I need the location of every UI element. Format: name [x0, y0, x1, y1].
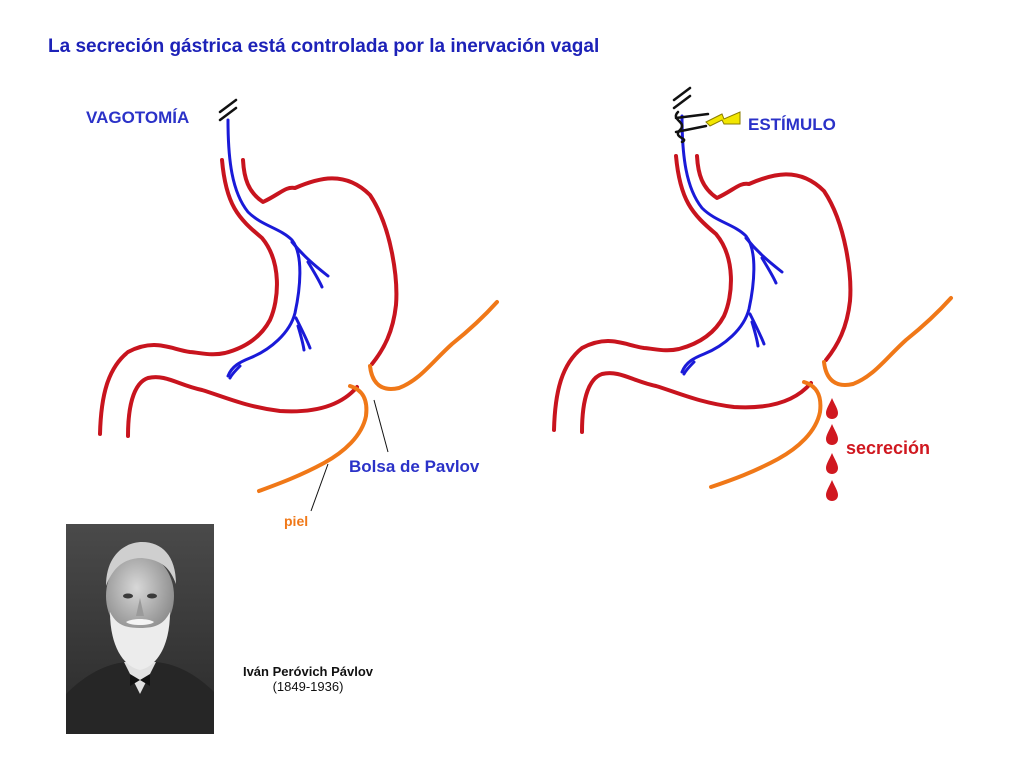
secretion-drop-icon: [826, 398, 838, 419]
skin-label: piel: [284, 513, 309, 529]
left-leader-lines: [310, 399, 389, 512]
right-diagram: [552, 86, 953, 501]
lightning-bolt-icon: [705, 111, 741, 127]
secretion-label: secreción: [846, 438, 931, 458]
secretion-drop-icon: [826, 424, 838, 445]
pavlov-pouch-label: Bolsa de Pavlov: [349, 457, 480, 476]
left-vagus-nerve: [226, 118, 330, 380]
portrait-name: Iván Peróvich Pávlov: [242, 664, 374, 679]
slide-title: La secreción gástrica está controlada po…: [48, 36, 600, 57]
stimulus-label: ESTÍMULO: [748, 115, 836, 134]
portrait-caption: Iván Peróvich Pávlov (1849-1936): [222, 664, 394, 694]
right-vagus-nerve: [680, 114, 784, 376]
vagotomy-cut-icon: [218, 98, 238, 122]
left-pavlov-pouch: [257, 300, 499, 493]
secretion-drop-icon: [826, 453, 838, 474]
stimulus-electrode-icon: [672, 86, 710, 144]
vagotomy-label: VAGOTOMÍA: [86, 108, 190, 127]
portrait-years: (1849-1936): [272, 679, 344, 694]
right-pavlov-pouch: [709, 296, 953, 489]
left-stomach-outline: [98, 158, 399, 438]
portrait-photo: [66, 524, 214, 734]
left-diagram: [98, 98, 499, 512]
secretion-drops: [826, 398, 838, 501]
secretion-drop-icon: [826, 480, 838, 501]
right-stomach-outline: [552, 154, 853, 434]
